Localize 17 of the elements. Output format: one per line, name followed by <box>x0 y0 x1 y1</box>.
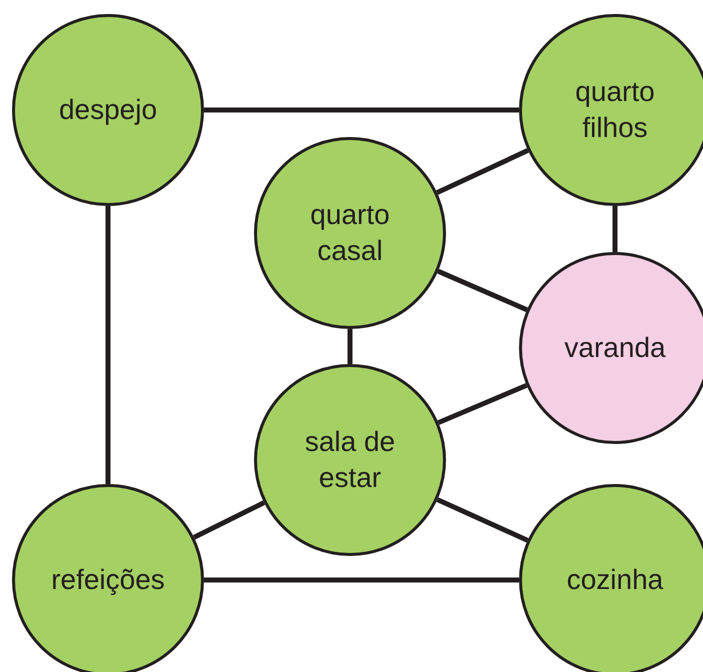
connector-line <box>437 383 528 425</box>
room-label: varanda <box>563 331 667 365</box>
connector-line <box>436 497 529 543</box>
connector-line <box>437 268 528 312</box>
room-label: quarto casal <box>309 198 391 268</box>
connector-line <box>106 206 110 484</box>
room-label: despejo <box>58 93 158 127</box>
room-label: quarto filhos <box>574 75 656 145</box>
connector-line <box>192 500 266 540</box>
room-label: refeições <box>50 563 166 597</box>
connector-line <box>612 206 618 252</box>
room-label: cozinha <box>566 563 664 597</box>
connector-line <box>204 578 519 582</box>
room-label: sala de estar <box>304 425 396 495</box>
connector-line <box>436 148 529 195</box>
connector-line <box>204 108 519 112</box>
connector-line <box>348 329 352 364</box>
